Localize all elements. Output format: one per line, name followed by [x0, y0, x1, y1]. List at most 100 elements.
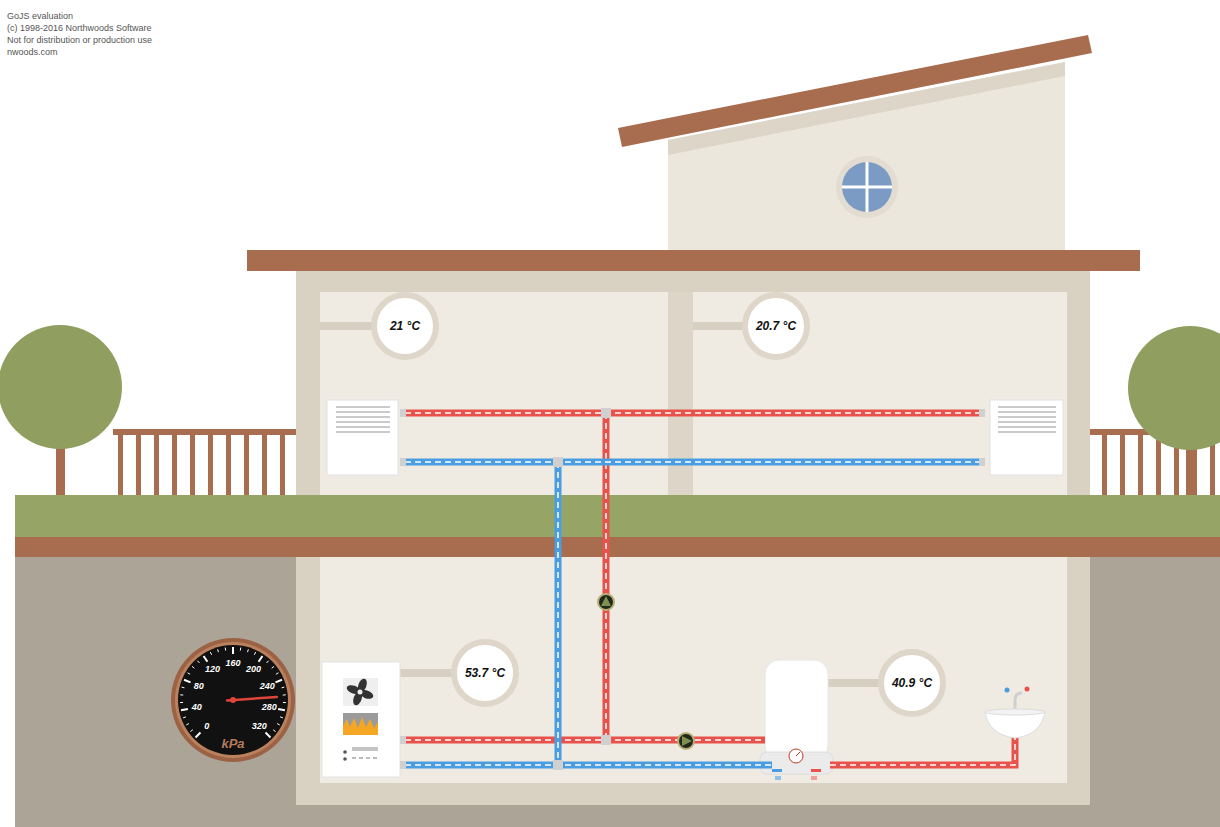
underground — [15, 557, 1220, 827]
pipe-cold — [405, 762, 772, 769]
pipe-joint — [400, 736, 406, 744]
gauge-tick — [232, 647, 234, 654]
gauge-tick — [204, 656, 208, 662]
pipe-joint — [553, 457, 563, 467]
gauge-tick — [183, 717, 186, 718]
gauge-tick — [188, 673, 191, 675]
pipe-joint — [601, 408, 611, 418]
watermark-line: nwoods.com — [7, 46, 152, 58]
sensor-bar — [828, 679, 880, 687]
scale-holder: 200 — [246, 664, 261, 674]
sink — [985, 687, 1045, 739]
gauge-tick — [259, 656, 263, 662]
boiler — [358, 690, 363, 695]
left-fence — [118, 435, 123, 495]
ground-floor — [247, 250, 1140, 271]
gauge-tick — [225, 648, 226, 651]
dial-outline — [454, 642, 516, 704]
gauge-tick — [283, 702, 286, 703]
scale-number: 0 — [204, 721, 209, 731]
radiator — [998, 421, 1056, 423]
gauge-needle — [230, 697, 236, 703]
underground — [296, 557, 1090, 805]
gauge-tick — [186, 724, 189, 725]
scale-number: 80 — [194, 681, 204, 691]
scale-holder: 40 — [192, 702, 202, 712]
left-tree — [0, 325, 122, 449]
grass-and-soil — [15, 495, 1220, 557]
pipe-hot — [830, 738, 1015, 765]
gauge-tick — [283, 694, 286, 695]
ground-floor — [247, 250, 1140, 495]
round-window — [836, 156, 898, 218]
scale-holder: 320 — [252, 721, 267, 731]
radiator — [336, 426, 390, 428]
gauge-tick — [190, 730, 192, 732]
gauge-tick — [210, 652, 211, 655]
pipe-joint — [553, 760, 563, 770]
sink — [985, 712, 1045, 738]
pump — [678, 733, 694, 749]
pump — [682, 736, 692, 746]
boiler — [343, 678, 378, 706]
watermark-line: Not for distribution or production use — [7, 34, 152, 46]
watermark: GoJS evaluation(c) 1998-2016 Northwoods … — [7, 10, 152, 58]
temperature-reading: 21 °C — [390, 319, 420, 333]
left-tree — [0, 325, 122, 495]
boiler — [352, 757, 356, 759]
underground — [320, 557, 1067, 783]
dial-outline — [881, 652, 943, 714]
gauge-tick — [240, 648, 241, 651]
dial-face: 21 °C — [371, 292, 439, 360]
scale-holder: 160 — [225, 658, 240, 668]
sink — [985, 709, 1045, 715]
water-tank — [765, 660, 828, 760]
radiator — [336, 411, 390, 413]
left-fence — [136, 435, 141, 495]
pipe-joint — [400, 458, 406, 466]
gauge-tick — [180, 702, 183, 703]
boiler — [322, 662, 400, 777]
sensor-bar — [320, 322, 375, 330]
gauge-tick — [217, 649, 219, 652]
pipe-joint — [979, 458, 985, 466]
upper-tower — [618, 35, 1092, 147]
radiator — [336, 406, 390, 408]
left-fence — [190, 435, 195, 495]
radiator — [327, 400, 398, 475]
left-fence — [262, 435, 267, 495]
pipe-hot — [405, 739, 765, 741]
gauge-tick — [276, 673, 279, 675]
pipe-joint — [400, 408, 985, 770]
thermometer-dial: 40.9 °C — [878, 649, 946, 717]
pipe-cold — [555, 462, 562, 765]
thermometer-dial: 20.7 °C — [742, 292, 810, 360]
unit-holder: kPa — [221, 736, 244, 751]
radiator — [336, 407, 390, 432]
radiator — [990, 400, 1063, 475]
radiator — [990, 400, 1063, 475]
sink — [1005, 688, 1010, 693]
pipe-cold — [405, 462, 980, 765]
water-tank — [775, 776, 781, 780]
gauge-tick — [275, 680, 281, 683]
gauge-tick — [196, 733, 201, 738]
gauge-tick — [247, 649, 249, 652]
boiler — [343, 757, 347, 761]
right-fence — [1120, 435, 1125, 495]
radiator — [336, 416, 390, 418]
scale-number: 200 — [246, 664, 261, 674]
dial-face: 20.7 °C — [742, 292, 810, 360]
grass-and-soil — [15, 495, 1220, 537]
scale-holder: 80 — [194, 681, 204, 691]
left-fence — [226, 435, 231, 495]
scale-number: 280 — [262, 702, 277, 712]
grass-and-soil — [15, 537, 1220, 557]
boiler — [366, 757, 370, 759]
temperature-reading: 40.9 °C — [892, 676, 932, 690]
boiler — [373, 757, 377, 759]
right-fence — [1102, 435, 1107, 495]
thermometer-dial: 53.7 °C — [451, 639, 519, 707]
watermark-line: GoJS evaluation — [7, 10, 152, 22]
boiler — [322, 662, 400, 777]
